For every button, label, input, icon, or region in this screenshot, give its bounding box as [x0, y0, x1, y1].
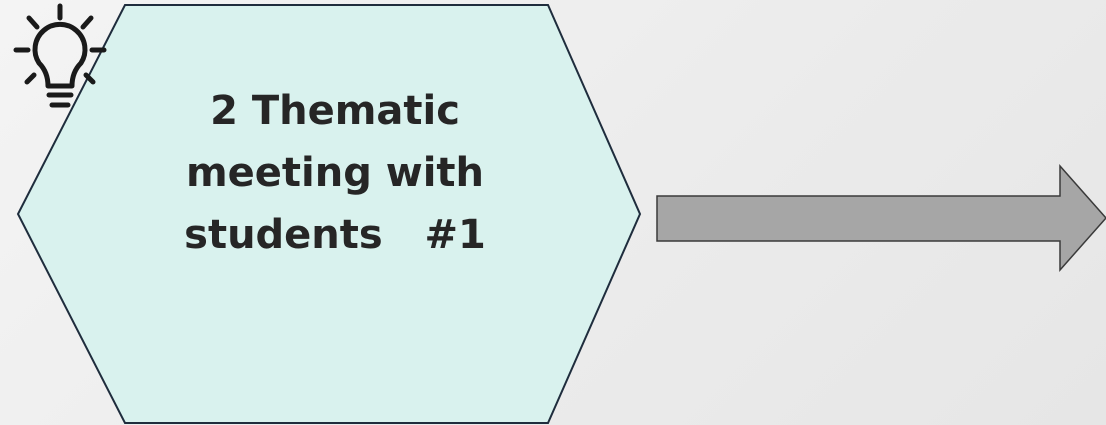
- step-title-line-1: 2 Thematic: [210, 88, 460, 134]
- lightbulb-icon: [13, 3, 107, 108]
- right-arrow[interactable]: [656, 164, 1106, 272]
- step-hexagon[interactable]: [16, 4, 642, 424]
- step-title-line-2: meeting with: [185, 150, 485, 196]
- step-title: 2 Thematic meeting with students #1: [120, 80, 550, 266]
- step-title-line-3: students #1: [184, 212, 486, 258]
